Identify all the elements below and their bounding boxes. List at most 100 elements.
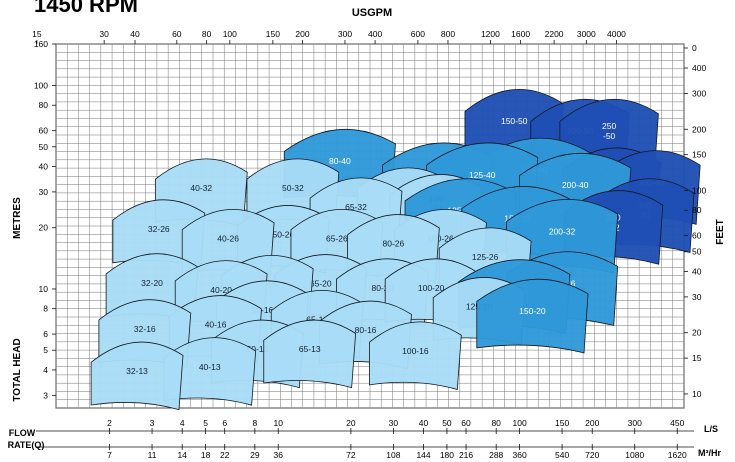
m3-tick-label: 1080 (625, 450, 644, 460)
left-tick-label: 8 (43, 304, 48, 314)
ls-tick-label: 60 (461, 418, 471, 428)
m3-tick-label: 360 (512, 450, 526, 460)
pump-label: 65-32 (345, 202, 367, 212)
left-tick-label: 3 (43, 390, 48, 400)
m3-tick-label: 14 (177, 450, 187, 460)
top-tick-label: 40 (130, 29, 140, 39)
flow-rate-label-1: FLOW (9, 428, 36, 438)
chart-title: 1450 RPM (34, 0, 138, 17)
m3-tick-label: 216 (459, 450, 473, 460)
left-tick-label: 20 (39, 223, 49, 233)
top-tick-label: 200 (295, 29, 309, 39)
m3-unit: M³/Hr (698, 448, 721, 458)
ls-tick-label: 10 (274, 418, 284, 428)
pump-label: 32-20 (141, 278, 163, 288)
left-axis-unit: METRES (12, 197, 23, 239)
right-tick-label: 30 (692, 292, 702, 302)
pump-label: 150-50 (501, 116, 528, 126)
top-axis-label: USGPM (352, 7, 392, 19)
ls-tick-label: 3 (150, 418, 155, 428)
right-tick-label: 400 (692, 63, 706, 73)
left-tick-label: 100 (34, 81, 48, 91)
top-tick-label: 100 (223, 29, 237, 39)
pump-label: 150-20 (519, 306, 546, 316)
right-tick-label: 20 (692, 328, 702, 338)
pump-label: 125-32 (447, 206, 474, 216)
pump-regions: 150-50200-50250-5080-40150-40100-40125-4… (90, 88, 701, 411)
pump-label: 32-13 (126, 366, 148, 376)
top-tick-label: 3000 (577, 29, 596, 39)
right-tick-label: 0 (692, 43, 697, 53)
m3-tick-label: 1620 (668, 450, 687, 460)
m3-tick-label: 72 (346, 450, 356, 460)
pump-label: 80-26 (383, 239, 405, 249)
top-tick-label: 30 (99, 29, 109, 39)
pump-region (263, 319, 357, 389)
top-tick-label: 800 (441, 29, 455, 39)
left-tick-label: 60 (39, 126, 49, 136)
pump-label: 65-20 (310, 279, 332, 289)
ls-tick-label: 4 (180, 418, 185, 428)
ls-tick-label: 300 (628, 418, 642, 428)
ls-tick-label: 80 (491, 418, 501, 428)
right-axis-unit: FEET (715, 219, 726, 245)
pump-label: 200-40 (562, 180, 589, 190)
pump-label: 100-20 (418, 283, 445, 293)
m3-tick-label: 144 (416, 450, 430, 460)
pump-label: 40-13 (199, 362, 221, 372)
m3-tick-label: 180 (440, 450, 454, 460)
pump-label: 40-16 (205, 320, 227, 330)
top-tick-label: 80 (202, 29, 212, 39)
left-tick-label: 160 (34, 39, 48, 49)
pump-label: 65-26 (326, 234, 348, 244)
pump-region (369, 321, 462, 390)
left-axis-label: TOTAL HEAD (12, 338, 23, 401)
right-tick-label: 15 (692, 353, 702, 363)
ls-tick-label: 200 (585, 418, 599, 428)
right-tick-label: 80 (692, 205, 702, 215)
ls-tick-label: 6 (222, 418, 227, 428)
right-tick-label: 100 (692, 186, 706, 196)
pump-label: 40-32 (190, 183, 212, 193)
pump-label: 200-32 (549, 227, 576, 237)
m3-tick-label: 36 (274, 450, 284, 460)
ls-tick-label: 30 (389, 418, 399, 428)
right-tick-label: 60 (692, 231, 702, 241)
ls-tick-label: 8 (252, 418, 257, 428)
ls-tick-label: 150 (555, 418, 569, 428)
pump-label: 80-20 (371, 283, 393, 293)
pump-label: 50-16 (252, 305, 274, 315)
top-tick-label: 1200 (481, 29, 500, 39)
right-tick-label: 40 (692, 266, 702, 276)
left-tick-label: 30 (39, 187, 49, 197)
ls-unit: L/S (704, 424, 718, 434)
top-tick-label: 60 (172, 29, 182, 39)
left-tick-label: 50 (39, 142, 49, 152)
top-tick-label: 400 (368, 29, 382, 39)
pump-label: 50-13 (247, 344, 269, 354)
top-tick-label: 4000 (607, 29, 626, 39)
pump-label: 125-40 (469, 170, 496, 180)
ls-tick-label: 2 (107, 418, 112, 428)
pump-label: 100-16 (402, 346, 429, 356)
top-tick-label: 300 (338, 29, 352, 39)
right-tick-label: 300 (692, 88, 706, 98)
m3-tick-label: 11 (148, 450, 157, 460)
top-tick-label: 15 (32, 29, 42, 39)
ls-tick-label: 40 (419, 418, 429, 428)
right-tick-label: 200 (692, 124, 706, 134)
left-tick-label: 4 (43, 365, 48, 375)
m3-tick-label: 22 (220, 450, 230, 460)
left-tick-label: 10 (39, 284, 49, 294)
left-tick-label: 80 (39, 100, 49, 110)
pump-label: 100-26 (427, 234, 454, 244)
top-tick-label: 2200 (545, 29, 564, 39)
ls-tick-label: 100 (512, 418, 526, 428)
flow-rate-label-2: RATE(Q) (8, 440, 45, 450)
right-tick-label: 10 (692, 389, 702, 399)
pump-label: 250-50 (602, 121, 616, 141)
pump-label: 80-40 (329, 156, 351, 166)
ls-tick-label: 450 (670, 418, 684, 428)
pump-label: 40-26 (217, 234, 239, 244)
